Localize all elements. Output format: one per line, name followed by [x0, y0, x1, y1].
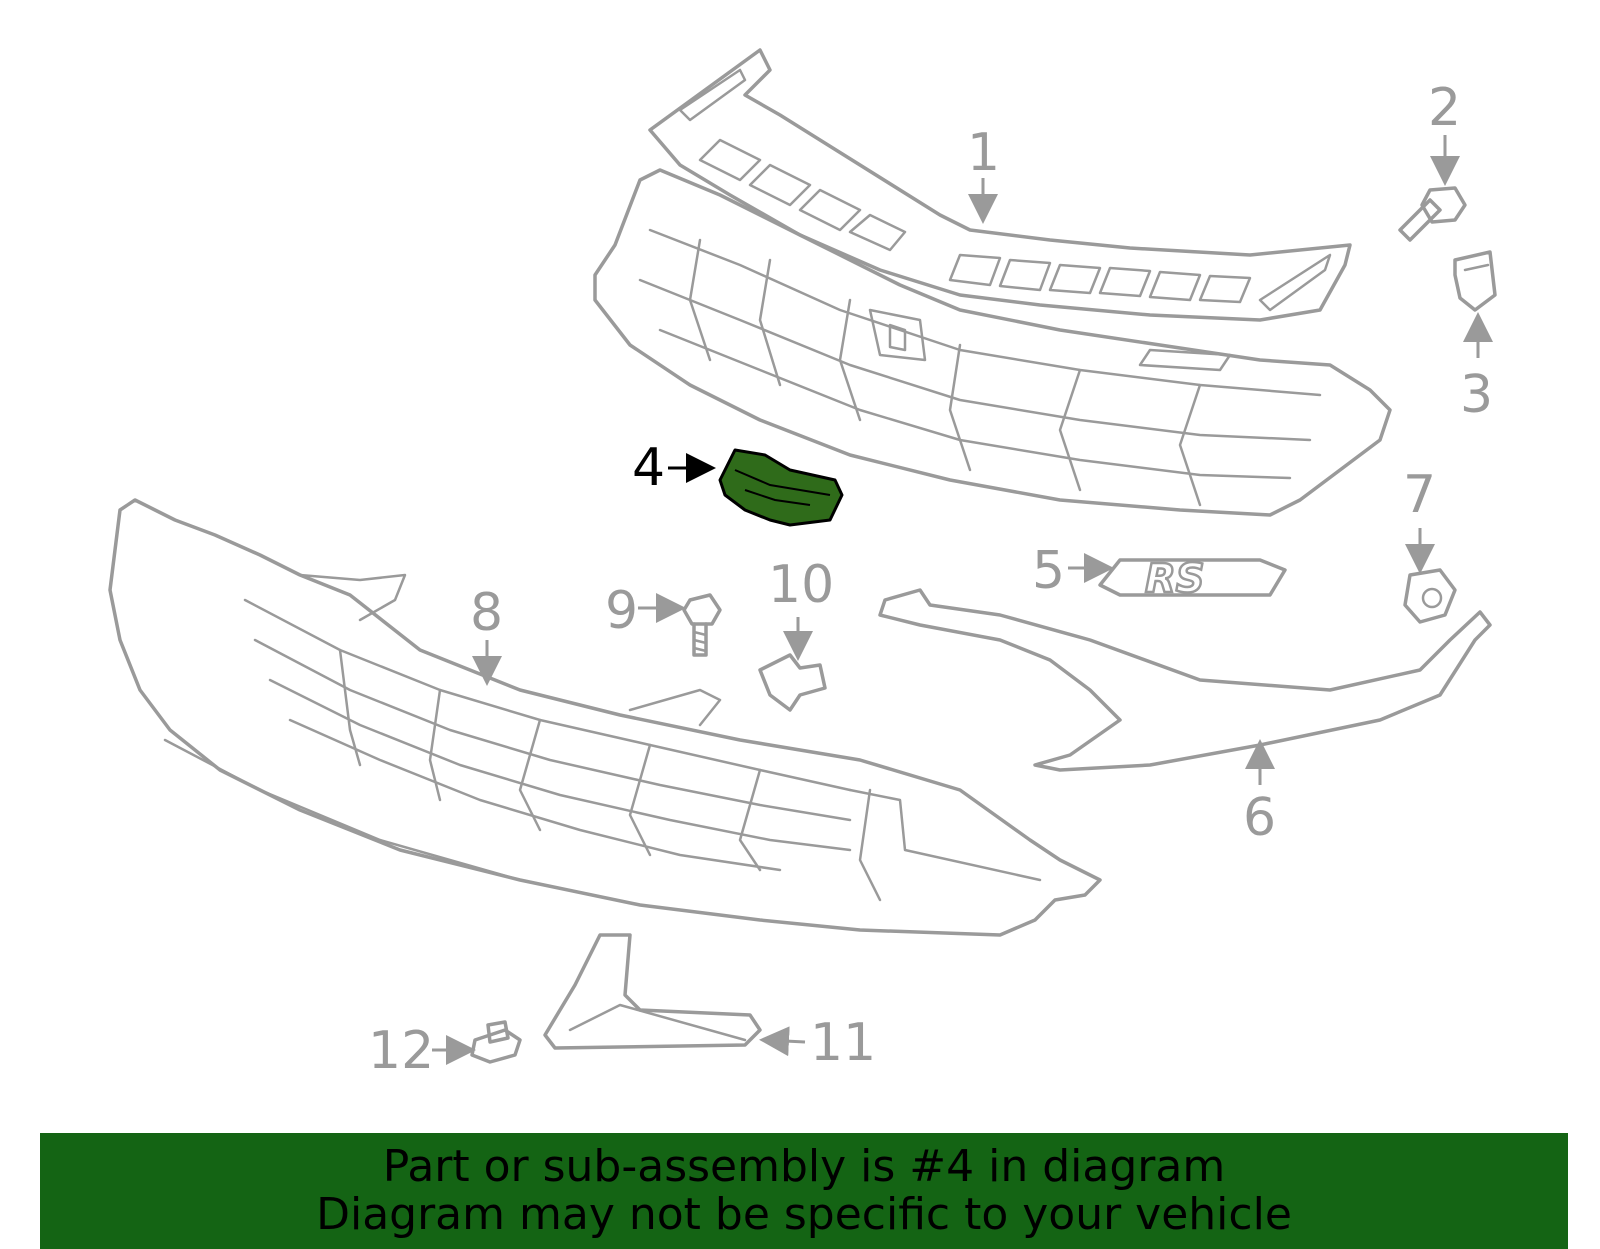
upper-grille-part [593, 48, 1392, 517]
callout-9: 9 [605, 581, 638, 641]
banner-line-disclaimer: Diagram may not be specific to your vehi… [316, 1189, 1292, 1240]
callout-5: 5 [1032, 541, 1065, 601]
lower-grille-part-8 [108, 498, 1102, 937]
callout-4: 4 [632, 438, 665, 498]
trim-part-6 [878, 588, 1492, 772]
callout-3: 3 [1460, 365, 1493, 425]
callout-7: 7 [1403, 465, 1436, 525]
bolt-part-9 [682, 593, 722, 657]
bracket-part-4 [718, 448, 844, 527]
callout-6: 6 [1243, 788, 1276, 848]
retainer-part-7 [1403, 568, 1457, 624]
banner-line-part-number: Part or sub-assembly is #4 in diagram [382, 1141, 1226, 1192]
clip-part-3 [1453, 250, 1497, 312]
callout-8: 8 [470, 583, 503, 643]
callout-10: 10 [768, 555, 834, 615]
rs-badge-part-5: RS [1098, 555, 1287, 603]
callout-1: 1 [967, 123, 1000, 183]
bolt-part-2 [1398, 186, 1467, 242]
callout-11: 11 [810, 1013, 876, 1073]
callout-12: 12 [368, 1021, 434, 1081]
deflector-part-11 [543, 933, 762, 1050]
callout-2: 2 [1428, 78, 1461, 138]
rs-badge-text: RS [1145, 556, 1205, 602]
clip-part-10 [758, 653, 827, 712]
nut-part-12 [470, 1020, 522, 1064]
parts-diagram: RS [108, 48, 1497, 1081]
info-banner: Part or sub-assembly is #4 in diagram Di… [40, 1133, 1568, 1249]
